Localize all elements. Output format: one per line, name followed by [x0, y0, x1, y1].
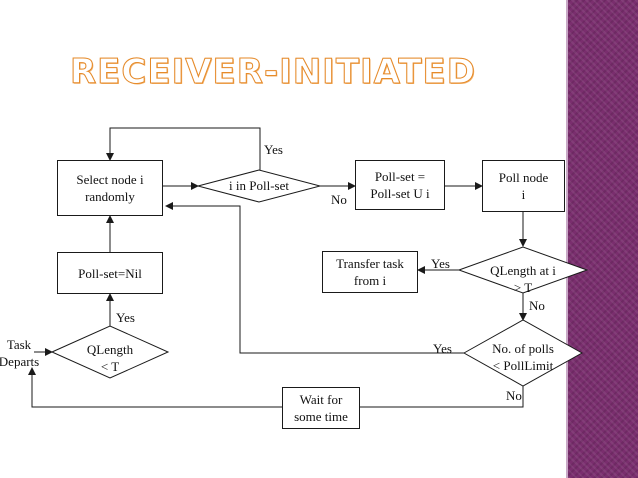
select-node-box: Select node i randomly	[57, 160, 163, 216]
label-yes-transfer: Yes	[431, 256, 450, 271]
label-yes-polls: Yes	[433, 341, 452, 356]
decision-qlength-at-i-shape	[457, 246, 589, 294]
task-departs-label: Task Departs	[0, 337, 40, 369]
transfer-task-box: Transfer task from i	[322, 251, 418, 293]
arrow-no-to-wait	[360, 386, 524, 408]
side-stripe	[566, 0, 568, 478]
decision-no-of-polls-text: No. of polls < PollLimit	[492, 341, 554, 373]
label-no-polls: No	[506, 388, 522, 403]
decision-no-of-polls-shape	[462, 319, 584, 387]
label-no-union: No	[331, 192, 347, 207]
poll-set-nil-box: Poll-set=Nil	[57, 252, 163, 294]
slide-title: RECEIVER-INITIATED	[70, 52, 476, 93]
decision-qlength-text: QLength < T	[86, 342, 134, 374]
wait-box: Wait for some time	[282, 387, 360, 429]
label-yes-qlength: Yes	[116, 310, 135, 325]
arrow-yes-loop	[106, 127, 261, 170]
decision-in-poll-set-shape	[196, 169, 322, 203]
label-yes-loop: Yes	[264, 142, 283, 157]
arrow-yes-polls-back	[165, 202, 464, 354]
decision-in-poll-set-text: i in Poll-set	[229, 178, 289, 193]
decision-qlength-shape	[50, 325, 170, 379]
poll-node-box: Poll node i	[482, 160, 565, 212]
poll-set-union-box: Poll-set = Poll-set U i	[355, 160, 445, 210]
label-no-from-qlength: No	[529, 298, 545, 313]
decorative-side-bar	[568, 0, 638, 478]
arrow-wait-to-departs	[28, 367, 282, 408]
decision-qlength-at-i-text: QLength at i > T	[490, 263, 556, 295]
